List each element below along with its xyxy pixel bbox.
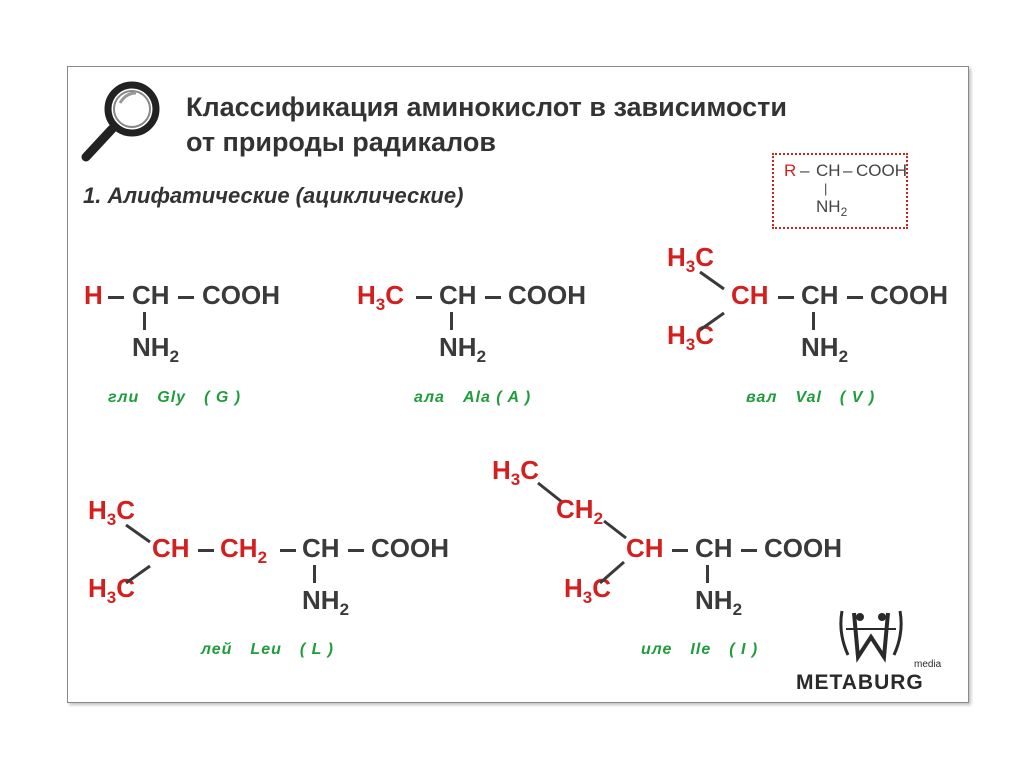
logo-media-text: media bbox=[914, 659, 942, 670]
slide: Классификация аминокислот в зависимости … bbox=[67, 66, 969, 703]
atom-nh2: NH2 bbox=[695, 585, 743, 619]
atom-h3c: H3C bbox=[492, 455, 540, 489]
metaburg-logo: media METABURG bbox=[796, 607, 956, 697]
atom-nh2: NH2 bbox=[132, 332, 180, 366]
atom-ch: CH bbox=[152, 533, 190, 563]
atom-cooh: COOH bbox=[870, 280, 948, 310]
general-ch: CH bbox=[816, 161, 841, 180]
atom-ch: CH bbox=[302, 533, 340, 563]
branch-bond bbox=[599, 560, 625, 585]
atom-h3c: H3C bbox=[667, 242, 715, 276]
atom-ch: CH bbox=[626, 533, 664, 563]
atom-cooh: COOH bbox=[508, 280, 586, 310]
atom-nh2: NH2 bbox=[439, 332, 487, 366]
atom-h3c: H3C bbox=[667, 320, 715, 354]
general-nh2: NH2 bbox=[816, 197, 848, 219]
page-title: Классификация аминокислот в зависимости … bbox=[186, 92, 787, 157]
atom-nh2: NH2 bbox=[801, 332, 849, 366]
magnifier-icon bbox=[81, 81, 160, 162]
atom-h3c: H3C bbox=[564, 573, 612, 607]
atom-h3c: H3C bbox=[357, 280, 405, 314]
atom-ch: CH bbox=[801, 280, 839, 310]
logo-emblem-icon bbox=[839, 610, 903, 663]
atom-nh2: NH2 bbox=[302, 585, 350, 619]
section-heading: 1. Алифатические (ациклические) bbox=[83, 183, 464, 208]
atom-cooh: COOH bbox=[202, 280, 280, 310]
general-formula-box: R – CH – COOH | NH2 bbox=[772, 153, 908, 229]
atom-ch2: CH2 bbox=[556, 494, 604, 528]
atom-ch: CH bbox=[731, 280, 769, 310]
logo-wordmark: METABURG bbox=[796, 671, 924, 694]
atom-h3c: H3C bbox=[88, 495, 136, 529]
chain-bond bbox=[603, 519, 627, 540]
atom-ch2: CH2 bbox=[220, 533, 268, 567]
atom-ch: CH bbox=[439, 280, 477, 310]
chain-bond bbox=[537, 481, 563, 504]
atom-cooh: COOH bbox=[764, 533, 842, 563]
atom-ch: CH bbox=[132, 280, 170, 310]
atom-ch: CH bbox=[695, 533, 733, 563]
atom-h: H bbox=[84, 280, 103, 310]
atom-cooh: COOH bbox=[371, 533, 449, 563]
general-cooh: COOH bbox=[856, 161, 907, 180]
branch-bonds bbox=[699, 270, 725, 332]
branch-bonds bbox=[125, 523, 151, 585]
general-r: R bbox=[784, 161, 797, 180]
